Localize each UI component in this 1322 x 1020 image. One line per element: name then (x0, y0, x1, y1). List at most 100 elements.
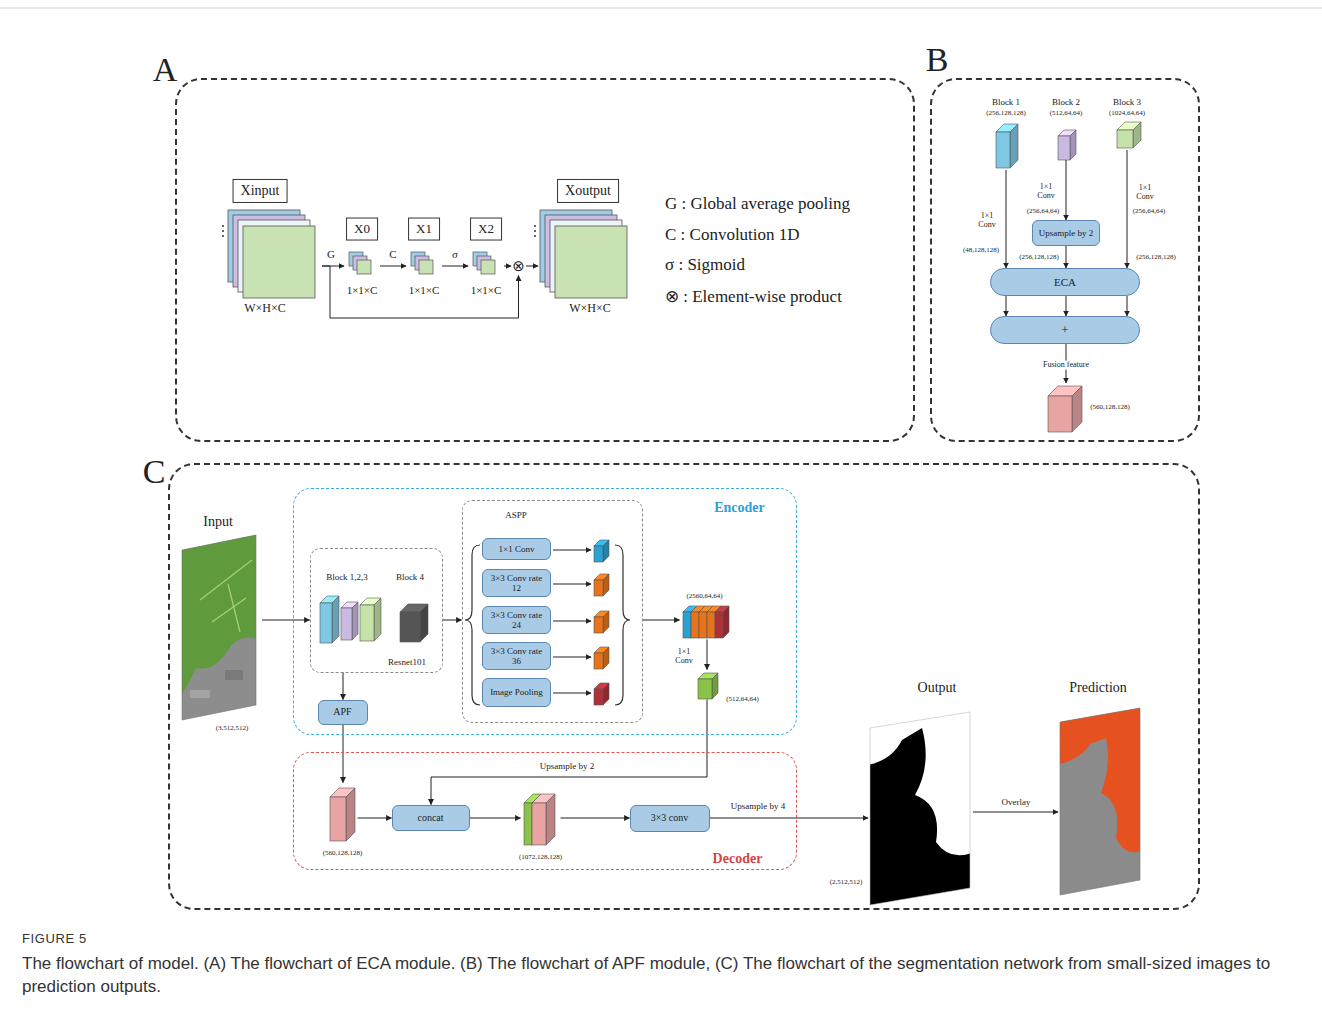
input-leaf-image (178, 528, 260, 724)
aspp-branch-arrows (553, 550, 591, 693)
feature-block: (560,128,128) (328, 783, 358, 843)
node-label: Xinput (233, 179, 288, 203)
legend-entry: σ : Sigmoid (665, 255, 745, 275)
connector-arrow (343, 673, 344, 700)
node-label: 1×1×C (347, 284, 378, 297)
box-text: concat (417, 812, 443, 824)
legend-entry: ⊗ : Element-wise product (665, 287, 842, 307)
panel-frame: XinputW×H×C X0 1×1×C X11×1×C X2 1×1×C ⊗ Xoutput… (175, 78, 915, 442)
connector-arrow (343, 725, 344, 783)
legend-entry: C : Convolution 1D (665, 225, 800, 245)
node-label: Block 3 (1113, 97, 1141, 107)
edge-label: Upsample by 4 (730, 802, 787, 812)
feature-cube (594, 574, 609, 596)
box-text: 3×3 conv (651, 812, 689, 824)
feature-block: (560,128,128) (1045, 383, 1085, 433)
box-text: APF (333, 706, 351, 718)
edge-label: Upsample by 2 (539, 762, 596, 772)
node-label: Encoder (714, 499, 765, 515)
box-text: 3×3 Conv rate 36 (487, 646, 546, 667)
connector-arrow (1006, 170, 1007, 268)
node-label: (2560,64,64) (686, 591, 722, 599)
process-box: 1×1 Conv (482, 538, 551, 560)
node-label: Block 2 (1052, 97, 1080, 107)
feature-cube (400, 604, 428, 642)
legend-entry: G : Global average pooling (665, 194, 850, 214)
connector-arrow (1066, 296, 1067, 316)
feature-map: XoutputW×H×C (538, 176, 634, 316)
process-box: 3×3 Conv rate 24 (482, 606, 551, 634)
connector-arrow (561, 818, 630, 819)
process-band: + (990, 316, 1140, 344)
feature-cube (594, 647, 609, 669)
connector-arrow (262, 620, 310, 621)
backbone-group: Block 1,2,3 Block 4 Resnet101 (310, 548, 443, 673)
connector-arrow (1127, 150, 1128, 268)
process-box: 3×3 Conv rate 36 (482, 642, 551, 670)
feature-cube (1117, 122, 1141, 148)
feature-block: (512,64,64) (695, 670, 719, 700)
feature-vector: X0 1×1×C (344, 216, 380, 298)
connector-arrow (1066, 160, 1067, 220)
connector-arrow (1066, 246, 1067, 268)
feature-cube (532, 794, 555, 845)
connector-arrow (526, 266, 538, 267)
process-box: 3×3 Conv rate 12 (482, 569, 551, 597)
node-label: Block 1,2,3 (326, 572, 368, 582)
node-label: Output (918, 680, 957, 696)
node-label: A (151, 53, 180, 87)
node-label: (560,128,128) (1090, 403, 1130, 411)
feature-block: Block 1 (256,128,128) (988, 96, 1025, 170)
node-label: X2 (470, 218, 502, 241)
node-label: Xoutput (557, 179, 619, 203)
node-label: Block 1 (992, 97, 1020, 107)
process-box: Upsample by 2 (1032, 220, 1100, 246)
connector-arrow (443, 620, 462, 621)
feature-block: Block 3(1024,64,64) (1110, 96, 1144, 150)
aspp-group: 1×1 Conv 3×3 Conv rate 12 3×3 Conv rate 24… (462, 500, 643, 723)
feature-vector: X11×1×C (406, 216, 442, 298)
feature-cube (698, 673, 718, 699)
connector-arrow (1006, 296, 1007, 316)
node-label: Input (203, 514, 233, 530)
node-label: ASPP (505, 510, 527, 520)
node-label: (512,64,64) (726, 694, 759, 702)
node-label: W×H×C (569, 302, 611, 316)
box-text: ⊗ (512, 258, 525, 275)
feature-cube (341, 602, 358, 640)
process-box: APF (318, 700, 368, 725)
feature-cube (1048, 386, 1082, 432)
node-label: (256,128,128) (986, 109, 1026, 117)
connector-arrow (442, 266, 468, 267)
vector-stacks (349, 252, 495, 274)
node-label: (512,64,64) (1050, 109, 1083, 117)
feature-cube (594, 683, 609, 705)
node-label: 1×1×C (471, 284, 502, 297)
edge-label: 1×1 Conv (1036, 183, 1055, 201)
edge-label: Fusion feature (1042, 361, 1090, 370)
node-label: B (924, 43, 951, 77)
feature-cube (1058, 130, 1076, 160)
figure-caption: The flowchart of model. (A) The flowchar… (22, 952, 1307, 998)
node-label: Block 4 (396, 572, 424, 582)
feature-cube (996, 124, 1018, 168)
node-label: Prediction (1069, 680, 1127, 696)
box-text: 1×1 Conv (499, 544, 535, 554)
node-label: Resnet101 (388, 657, 426, 667)
feature-cube (594, 611, 609, 633)
node-label: X0 (346, 218, 378, 241)
prediction-image: Prediction (1058, 676, 1143, 898)
operator-symbol: ⊗ (511, 258, 526, 276)
edge-label: C (388, 248, 397, 260)
box-text: 3×3 Conv rate 12 (487, 573, 546, 594)
connector-arrow (358, 818, 392, 819)
connector-arrow (973, 812, 1058, 813)
box-text: + (1061, 323, 1068, 338)
process-box: concat (392, 805, 470, 831)
node-label: Decoder (713, 850, 763, 866)
input-image: Input(3,512,512) (178, 512, 262, 734)
